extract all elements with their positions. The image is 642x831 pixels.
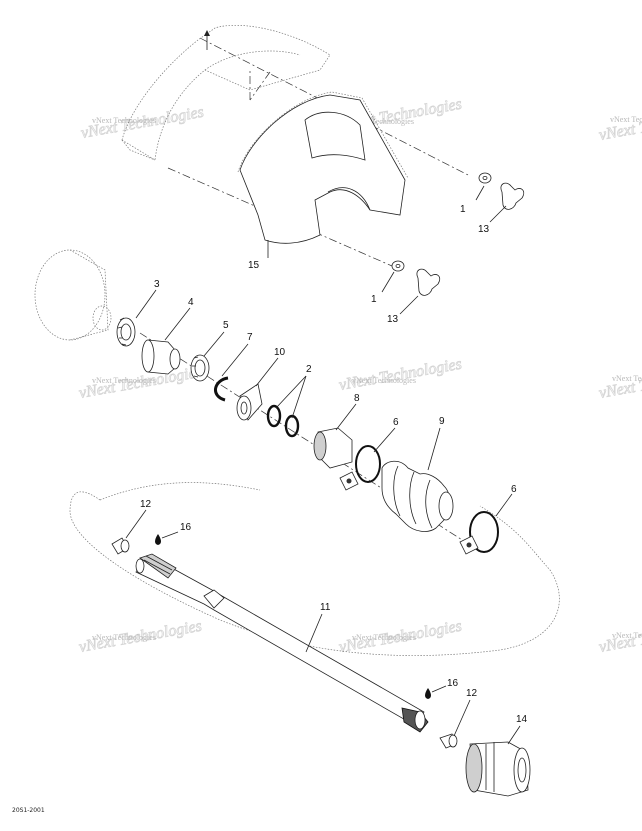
cover-part-15: [237, 91, 409, 244]
callout-1: 1: [371, 294, 377, 305]
carrier-4: [141, 339, 181, 375]
wing-nut-13-lower: [416, 268, 441, 296]
watermark-text: vNext Technologies: [612, 374, 642, 383]
circlip-7: [214, 376, 229, 402]
watermark-text: vNext Technologies: [350, 117, 414, 126]
bearing-5: [190, 354, 210, 382]
callout-7: 7: [247, 332, 253, 343]
phantom-hull-outline: [69, 491, 560, 656]
callout-5: 5: [223, 320, 229, 331]
callout-14: 14: [516, 714, 528, 725]
callout-2: 2: [306, 364, 312, 375]
callout-9: 9: [439, 416, 445, 427]
callout-11: 11: [320, 602, 331, 613]
watermark-text: vNext Technologies: [352, 633, 416, 642]
coupler-14: [465, 741, 531, 797]
callout-1: 1: [460, 204, 466, 215]
callout-16: 16: [180, 522, 192, 533]
clamp-6-right: [459, 511, 499, 555]
washer-1-upper: [478, 172, 492, 184]
watermark-text: vNext Technologies: [612, 631, 642, 640]
drive-shaft-11: [135, 553, 429, 733]
clamp-6-left: [339, 445, 381, 491]
watermark-text: vNext Technologies: [610, 115, 642, 124]
axis-line-short: [249, 71, 271, 101]
leader-lines: [125, 185, 521, 745]
boot-9: [381, 460, 454, 532]
washer-1-lower: [391, 260, 405, 272]
watermark-text: vNext Technologies: [92, 376, 156, 385]
watermark-text: vNext Technologies: [92, 116, 156, 125]
grease-drop-16-upper: [155, 534, 161, 545]
callout-6: 6: [393, 417, 399, 428]
phantom-upper-cover: [121, 24, 331, 161]
phantom-hull-top: [99, 482, 261, 501]
plug-12-upper: [111, 537, 130, 555]
o-rings-2: [266, 404, 300, 438]
watermark-big: vNext Technologies: [338, 356, 463, 394]
drawing-code: 20S1-2001: [12, 807, 45, 814]
callout-15: 15: [248, 260, 260, 271]
sleeve-8: [313, 427, 353, 469]
callout-16: 16: [447, 678, 459, 689]
callout-3: 3: [154, 279, 160, 290]
arrow-up-head: [204, 30, 210, 36]
callout-10: 10: [274, 347, 286, 358]
callout-6: 6: [511, 484, 517, 495]
bearing-3: [116, 317, 136, 347]
wing-nut-13-upper: [500, 182, 525, 210]
callout-8: 8: [354, 393, 360, 404]
grease-drop-16-lower: [425, 688, 431, 699]
callout-12: 12: [140, 499, 152, 510]
callout-4: 4: [188, 297, 194, 308]
callout-12: 12: [466, 688, 478, 699]
callout-13: 13: [387, 314, 399, 325]
axis-line-lower: [167, 167, 393, 267]
watermark-big: vNext Technologies: [598, 106, 642, 144]
watermark-text: vNext Technologies: [352, 376, 416, 385]
phantom-engine-housing: [34, 249, 112, 341]
plug-12-lower: [439, 733, 458, 749]
callout-13: 13: [478, 224, 490, 235]
watermark-text: vNext Technologies: [92, 633, 156, 642]
callout-labels: 1 1 2 3 4 5 6 6 7 8 9 10 11 12 12 13 13 …: [140, 204, 528, 725]
seal-carrier-10: [236, 383, 263, 421]
